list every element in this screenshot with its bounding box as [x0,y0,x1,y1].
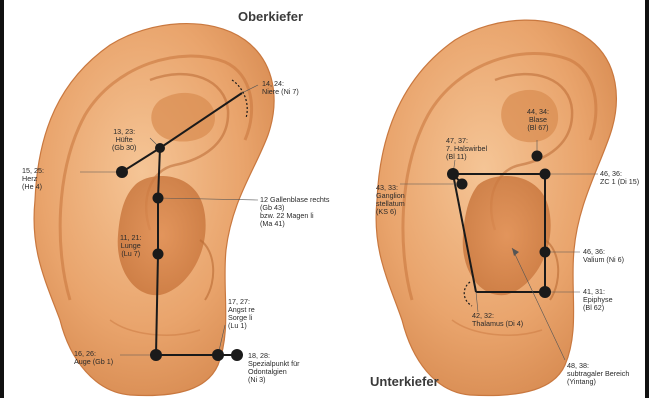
title-oberkiefer: Oberkiefer [238,9,303,24]
point-angst [212,349,224,361]
label-herz: 15, 25: Herz (He 4) [22,167,44,191]
point-herz [116,166,128,178]
label-epiphyse: 41, 31: Epiphyse (Bl 62) [583,288,613,312]
label-lunge: 11, 21: Lunge (Lu 7) [120,234,141,258]
left-ear [34,24,274,396]
point-gallenblase [153,193,164,204]
point-ganglion [457,179,468,190]
label-zc1: 46, 36: ZC 1 (Di 15) [600,170,639,186]
title-unterkiefer: Unterkiefer [370,374,439,389]
label-spezial: 18, 28: Spezialpunkt für Odontalgien (Ni… [248,352,300,384]
label-thalamus: 42, 32: Thalamus (Di 4) [472,312,523,328]
right-ear [376,20,616,395]
label-auge: 16, 26: Auge (Gb 1) [74,350,113,366]
label-halswirbel: 47, 37: 7. Halswirbel (Bl 11) [446,137,487,161]
point-lunge [153,249,164,260]
label-ganglion: 43, 33: Ganglion stellatum (KS 6) [376,184,405,216]
point-epiphyse [539,286,551,298]
label-niere: 14, 24: Niere (Ni 7) [262,80,299,96]
label-gallenblase: 12 Gallenblase rechts (Gb 43) bzw. 22 Ma… [260,196,330,228]
label-angst: 17, 27: Angst re Sorge li (Lu 1) [228,298,255,330]
point-zc1 [540,169,551,180]
label-huefte: 13, 23: Hüfte (Gb 30) [112,128,136,152]
point-huefte [155,143,165,153]
point-auge [150,349,162,361]
label-blase: 44, 34: Blase (Bl 67) [527,108,549,132]
label-valium: 46, 36: Valium (Ni 6) [583,248,624,264]
point-spezial [231,349,243,361]
label-subtragal: 48, 38: subtragaler Bereich (Yintang) [567,362,629,386]
point-valium [540,247,551,258]
point-halswirbel [447,168,459,180]
point-blase [532,151,543,162]
